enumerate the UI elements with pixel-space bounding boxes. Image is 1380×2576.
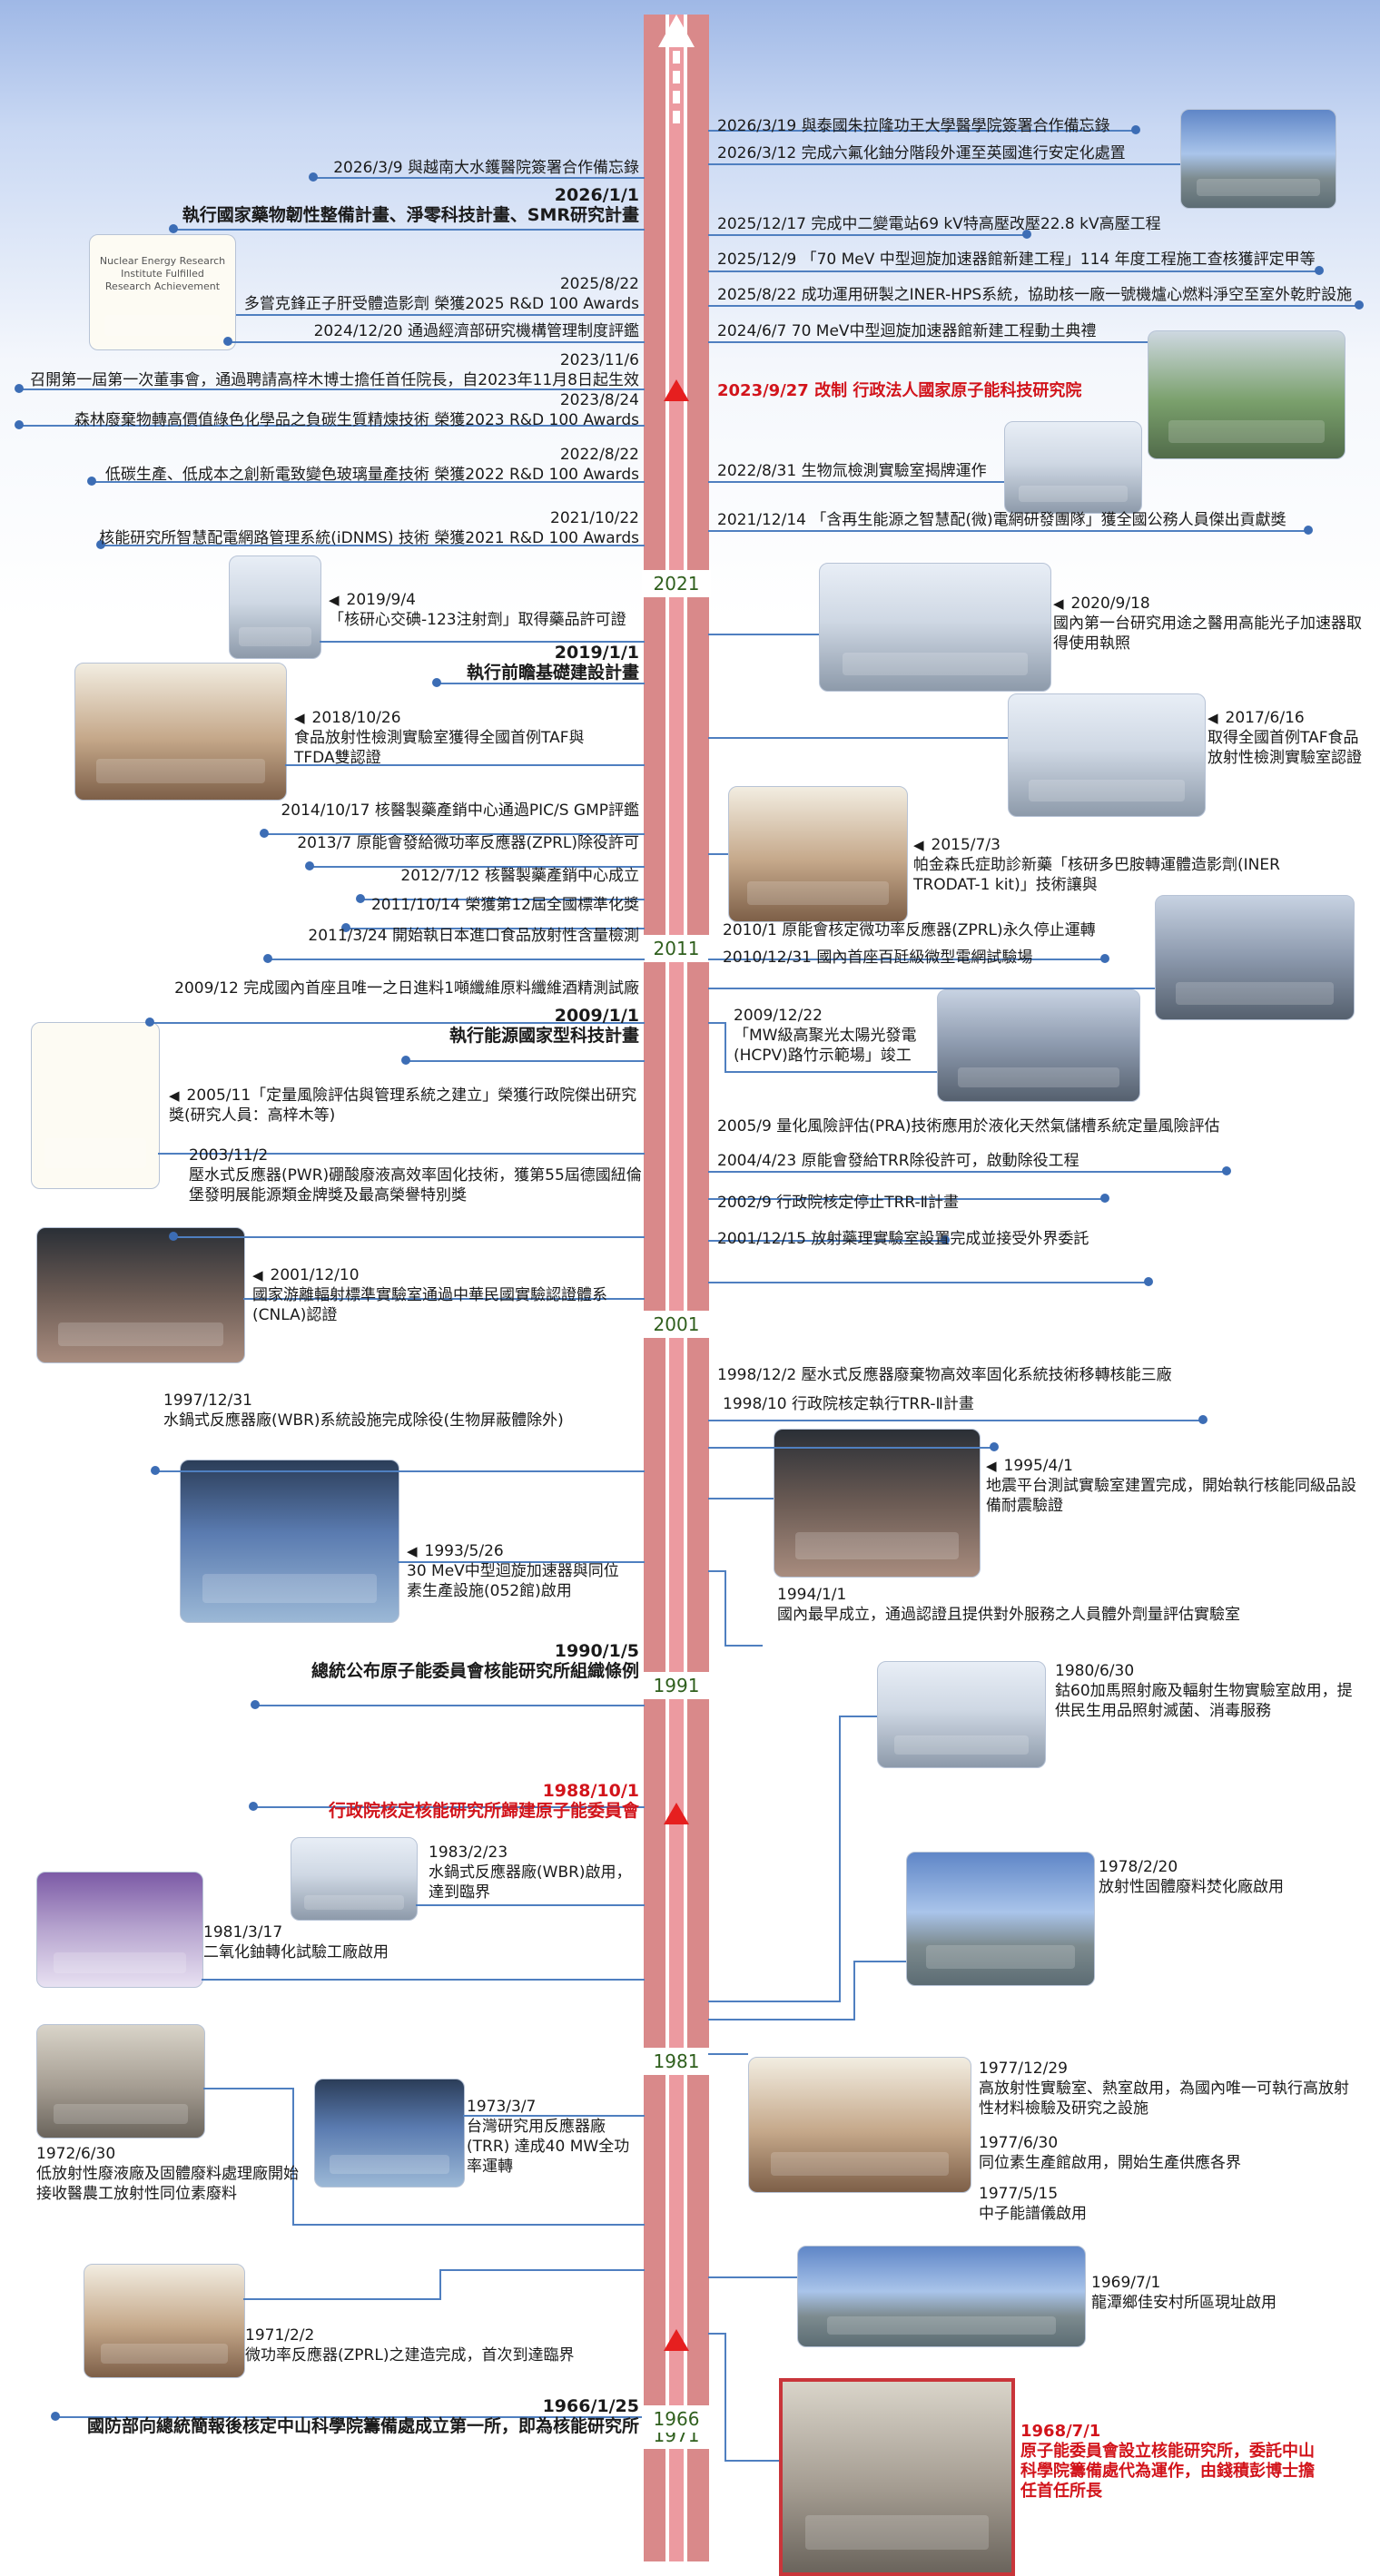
food-lab-photo [74, 663, 287, 801]
event-2022-8-31: 2022/8/31 生物氚檢測實驗室揭牌運作 [717, 462, 987, 480]
event-2010-12-31: 2010/12/31 國內首座百瓩級微型電網試驗場 [723, 949, 1033, 967]
event-2024-6-7: 2024/6/7 70 MeV中型迴旋加速器館新建工程動土典禮 [717, 322, 1097, 340]
event-2026-3-12: 2026/3/12 完成六氟化鈾分階段外運至英國進行安定化處置 [717, 144, 1126, 162]
photon-accelerator-photo [819, 563, 1051, 692]
hcpv-field-photo [937, 989, 1140, 1102]
event-2025-8-22-hps: 2025/8/22 成功運用研製之INER-HPS系統，協助核一廠一號機爐心燃料… [717, 286, 1353, 304]
event-2019-9-4: ◀2019/9/4「核研心交碘-123注射劑」取得藥品許可證 [329, 591, 626, 629]
founding-staff-photo [779, 2378, 1015, 2576]
ceremony-photo [1148, 330, 1346, 459]
excellence-award-photo [31, 1022, 160, 1189]
irradiation-lab-photo [877, 1661, 1046, 1768]
event-2004-4-23: 2004/4/23 原能會發給TRR除役許可，啟動除役工程 [717, 1152, 1079, 1170]
event-2026-3-19: 2026/3/19 與泰國朱拉隆功王大學醫學院簽署合作備忘錄 [717, 117, 1110, 135]
event-2026-3-9: 2026/3/9 與越南大水鑊醫院簽署合作備忘錄 [333, 159, 639, 177]
event-2023-9-27: 2023/9/27 改制 行政法人國家原子能科技研究院 [717, 381, 1082, 400]
event-2025-12-9: 2025/12/9 「70 MeV 中型迴旋加速器館新建工程」114 年度工程施… [717, 251, 1316, 269]
event-2024-12-20: 2024/12/20 通過經濟部研究機構管理制度評鑑 [313, 322, 639, 340]
event-2002-9: 2002/9 行政院核定停止TRR-Ⅱ計畫 [717, 1194, 960, 1212]
event-1998-12-2: 1998/12/2 壓水式反應器廢棄物高效率固化系統技術移轉核能三廠 [717, 1366, 1172, 1384]
milestone-triangle-icon [664, 379, 689, 401]
timeline-arrow-icon [658, 15, 695, 47]
event-2010-1: 2010/1 原能會核定微功率反應器(ZPRL)永久停止運轉 [723, 921, 1096, 939]
building-photo [36, 1227, 245, 1363]
incinerator-photo [906, 1852, 1095, 1986]
event-2011-10-14: 2011/10/14 榮獲第12屆全國標準化獎 [370, 896, 639, 914]
event-2025-12-17: 2025/12/17 完成中二變電站69 kV特高壓改壓22.8 kV高壓工程 [717, 215, 1161, 233]
trodat-kit-photo [728, 786, 908, 922]
hot-lab-photo [748, 2057, 971, 2193]
food-testing-lab-photo [1008, 693, 1206, 817]
zprl-reactor-photo [84, 2264, 245, 2378]
milestone-triangle-icon [664, 2329, 689, 2351]
microgrid-photo [1155, 895, 1355, 1020]
conversion-plant-photo [36, 1872, 203, 1988]
drug-vial-photo [229, 556, 321, 659]
cyclotron-photo [180, 1460, 399, 1623]
event-2001-12-15: 2001/12/15 放射藥理實驗室設置完成並接受外界委託 [717, 1230, 1089, 1248]
year-marker-1966: 1966 [642, 2405, 711, 2433]
event-2021-12-14: 2021/12/14 「含再生能源之智慧配(微)電網研發團隊」獲全國公務人員傑出… [717, 511, 1286, 529]
campus-gate-photo [797, 2246, 1086, 2347]
event-2005-11: ◀2005/11「定量風險評估與管理系統之建立」榮獲行政院傑出研究獎(研究人員：… [169, 1086, 637, 1125]
seismic-lab-photo [774, 1429, 981, 1578]
timeline-spine: 2021 2011 2001 1991 1981 1971 [642, 15, 711, 2561]
container-port-photo [1180, 109, 1336, 209]
event-2013-7: 2013/7 原能會發給微功率反應器(ZPRL)除役許可 [297, 834, 639, 852]
wbr-control-room-photo [291, 1837, 418, 1921]
waste-plant-photo [36, 2024, 205, 2138]
event-2012-7-12: 2012/7/12 核醫製藥產銷中心成立 [400, 867, 639, 885]
year-marker: 2021 [642, 570, 711, 597]
event-2009-12-22: 2009/12/22「MW級高聚光太陽光發電(HCPV)路竹示範場」竣工 [734, 1007, 917, 1065]
milestone-triangle-icon [664, 1803, 689, 1824]
event-2005-9: 2005/9 量化風險評估(PRA)技術應用於液化天然氣儲槽系統定量風險評估 [717, 1117, 1220, 1136]
trr-reactor-photo [314, 2079, 465, 2188]
event-2014-10-17: 2014/10/17 核醫製藥產銷中心通過PIC/S GMP評鑑 [281, 801, 639, 820]
year-marker: 2011 [642, 935, 711, 962]
event-2009-12: 2009/12 完成國內首座且唯一之日進料1噸纖維原料纖維酒精測試廠 [174, 979, 639, 998]
event-2011-3-24: 2011/3/24 開始執日本進口食品放射性含量檢測 [308, 927, 639, 945]
year-marker: 1981 [642, 2048, 711, 2075]
year-marker: 2001 [642, 1311, 711, 1338]
year-marker: 1991 [642, 1672, 711, 1699]
award-certificate-photo: Nuclear Energy Research Institute Fulfil… [89, 234, 236, 350]
lab-opening-photo [1004, 421, 1142, 514]
event-1998-10: 1998/10 行政院核定執行TRR-Ⅱ計畫 [723, 1395, 974, 1413]
